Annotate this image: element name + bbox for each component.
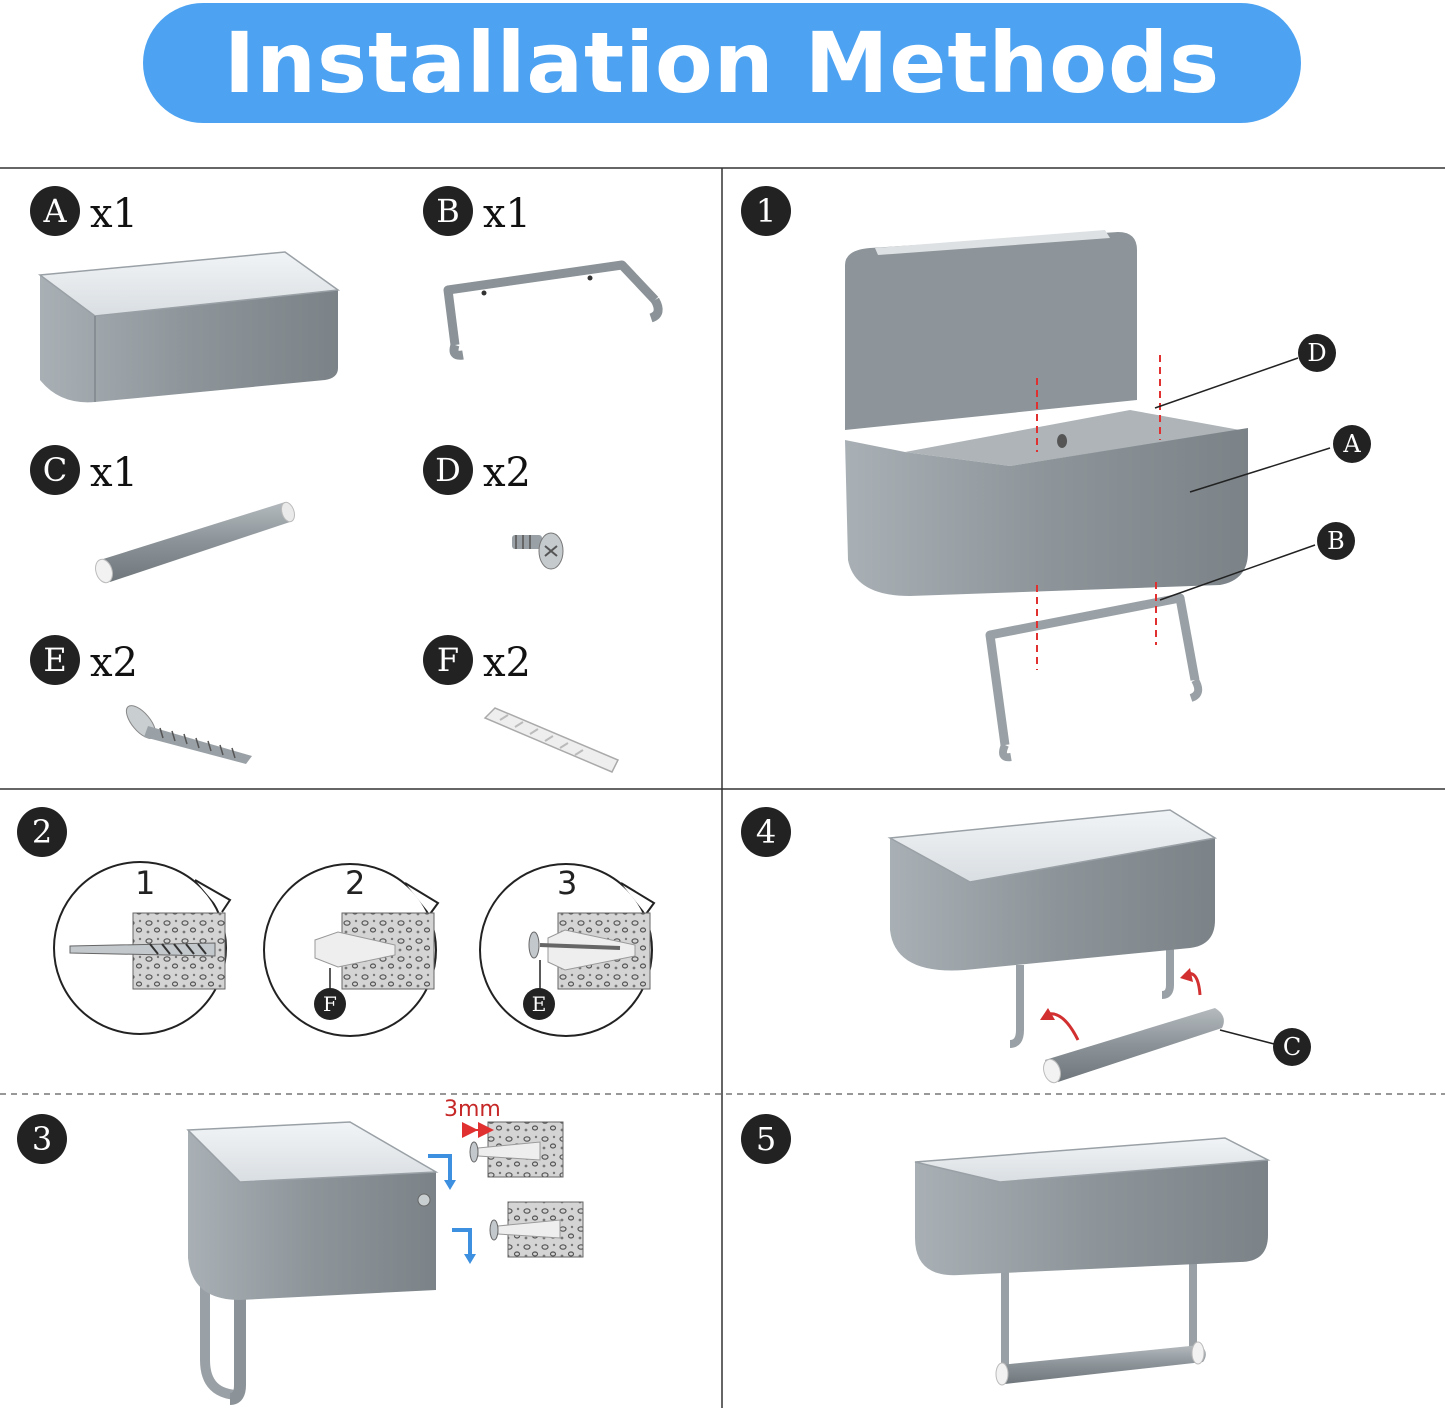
part-a-badge: A [30,186,80,236]
callout-a: A [1333,425,1371,463]
part-f-badge: F [423,635,473,685]
part-c-quantity: x1 [90,450,139,496]
part-c-roll-illustration [95,501,295,584]
part-f-anchor-illustration [483,707,620,773]
step4-illustration [887,809,1279,1084]
step-3-badge: 3 [17,1114,67,1164]
step2-illustration [53,861,656,1037]
callout-f: F [314,988,346,1020]
part-b-quantity: x1 [483,191,532,237]
part-d-badge: D [423,445,473,495]
part-b-badge: B [423,186,473,236]
part-a-quantity: x1 [90,191,139,237]
callout-d: D [1298,334,1336,372]
callout-e: E [523,988,555,1020]
step-2-badge: 2 [17,807,67,857]
title-banner: Installation Methods [143,3,1301,123]
callout-b: B [1317,522,1355,560]
step-1-badge: 1 [741,186,791,236]
part-e-badge: E [30,635,80,685]
part-f-quantity: x2 [483,640,532,686]
part-e-screw-illustration [125,705,252,764]
step-5-badge: 5 [741,1114,791,1164]
step2-substep-3: 3 [557,864,578,902]
part-a-box-illustration [37,251,341,403]
step2-substep-2: 2 [345,864,366,902]
step3-illustration [186,1121,584,1405]
part-d-quantity: x2 [483,450,532,496]
part-c-badge: C [30,445,80,495]
part-d-screw-illustration [512,532,564,570]
step5-illustration [914,1137,1271,1386]
gap-label: 3mm [444,1097,501,1122]
step1-illustration [845,230,1331,762]
step2-substep-1: 1 [135,864,156,902]
page-title: Installation Methods [223,14,1221,112]
step-4-badge: 4 [741,807,791,857]
part-e-quantity: x2 [90,640,139,686]
callout-c: C [1273,1028,1311,1066]
part-b-bracket-illustration [443,260,663,360]
